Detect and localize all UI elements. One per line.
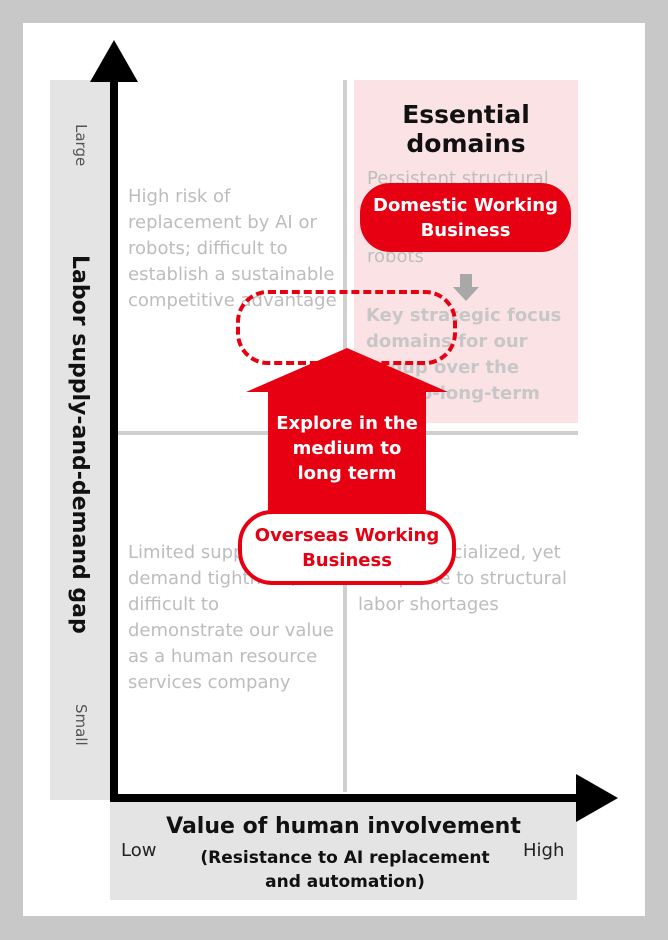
x-axis-subtitle: (Resistance to AI replacement and automa… bbox=[200, 848, 490, 892]
domestic-working-business-label: Domestic Working Business bbox=[373, 194, 558, 241]
up-arrow-icon bbox=[246, 348, 448, 518]
x-axis-band bbox=[110, 800, 577, 900]
x-axis-title: Value of human involvement bbox=[166, 814, 521, 839]
x-axis-high-label: High bbox=[523, 840, 565, 861]
y-axis-arrowhead-icon bbox=[90, 40, 138, 82]
y-axis-title: Labor supply-and-demand gap bbox=[67, 255, 92, 634]
y-axis-top-label: Large bbox=[72, 124, 90, 167]
y-axis-bottom-label: Small bbox=[72, 704, 90, 746]
y-axis-band bbox=[50, 80, 111, 800]
x-axis-arrowhead-icon bbox=[576, 774, 618, 822]
x-axis-low-label: Low bbox=[121, 840, 157, 861]
explore-arrow-label: Explore in the medium to long term bbox=[276, 413, 418, 484]
quadrant-bottom-left-text: Limited supply and demand tightness, dif… bbox=[128, 542, 334, 693]
essential-domains-title: Essential domains bbox=[402, 100, 530, 158]
domestic-working-business-pill: Domestic Working Business bbox=[360, 183, 571, 252]
quadrant-top-left-text: High risk of replacement by AI or robots… bbox=[128, 186, 337, 311]
overseas-working-business-label: Overseas Working Business bbox=[254, 524, 440, 571]
down-arrow-icon bbox=[453, 274, 479, 301]
overseas-working-business-pill: Overseas Working Business bbox=[238, 510, 456, 585]
